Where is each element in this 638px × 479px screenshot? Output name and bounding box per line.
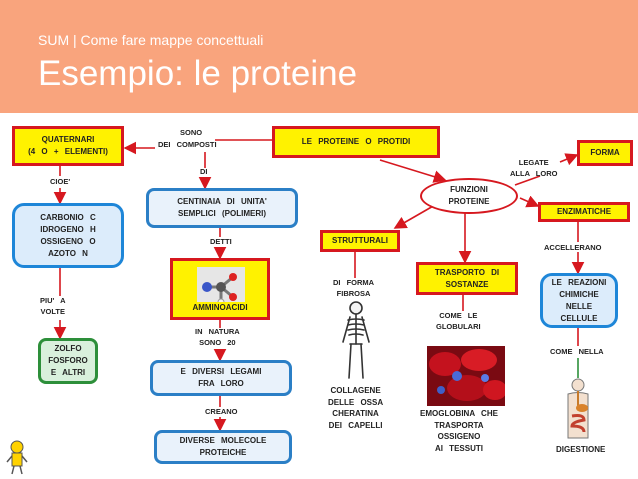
node-funzioni-proteine: FUNZIONI PROTEINE	[420, 178, 518, 214]
label-creano: CREANO	[205, 407, 238, 416]
label-sono: SONO	[180, 128, 203, 137]
label-come-le: COME LE GLOBULARI	[436, 311, 481, 331]
edge-funzioni-enzimatiche	[519, 195, 540, 208]
blood-cells-image	[427, 346, 505, 406]
label-collagene: COLLAGENE DELLE OSSA CHERATINA DEI CAPEL…	[328, 386, 384, 430]
header-banner	[0, 0, 638, 113]
label-accellerano: ACCELLERANO	[544, 243, 602, 252]
label-di: DI	[200, 167, 208, 176]
amminoacidi-label: AMMINOACIDI	[192, 302, 248, 314]
edge-funzioni-legate	[514, 175, 541, 186]
label-digestione: DIGESTIONE	[556, 445, 606, 454]
node-enzimatiche: ENZIMATICHE	[538, 202, 630, 222]
node-elementi: CARBONIO C IDROGENO H OSSIGENO O AZOTO N	[12, 203, 124, 268]
edge-legate-forma	[559, 153, 579, 166]
slide-subtitle: SUM | Come fare mappe concettuali	[38, 32, 264, 48]
node-reazioni: LE REAZIONI CHIMICHE NELLE CELLULE	[540, 273, 618, 328]
label-legate: LEGATE ALLA LORO	[510, 158, 558, 178]
label-in-natura: IN NATURA SONO 20	[195, 327, 240, 347]
node-quaternari: QUATERNARI (4 O + ELEMENTI)	[12, 126, 124, 166]
label-emoglobina: EMOGLOBINA CHE TRASPORTA OSSIGENO AI TES…	[420, 409, 498, 453]
digestive-system-icon	[567, 378, 589, 439]
node-amminoacidi: AMMINOACIDI	[170, 258, 270, 320]
label-di-forma: DI FORMA FIBROSA	[333, 278, 375, 298]
node-proteine-protidi: LE PROTEINE O PROTIDI	[272, 126, 440, 158]
node-forma: FORMA	[577, 140, 633, 166]
node-strutturali: STRUTTURALI	[320, 230, 400, 252]
label-detti: DETTI	[210, 237, 232, 246]
molecule-icon	[197, 267, 245, 307]
label-come-nella: COME NELLA	[550, 347, 604, 356]
node-diversi-legami: E DIVERSI LEGAMI FRA LORO	[150, 360, 292, 396]
node-zolfo: ZOLFO FOSFORO E ALTRI	[38, 338, 98, 384]
edge-funzioni-strutturali	[393, 204, 436, 229]
skeleton-icon	[342, 301, 370, 379]
edge-proteine-funzioni	[379, 159, 447, 183]
node-trasporto: TRASPORTO DI SOSTANZE	[416, 262, 518, 295]
mascot-logo-icon	[6, 440, 28, 475]
label-piu-volte: PIU' A VOLTE	[40, 296, 66, 316]
slide-title: Esempio: le proteine	[38, 54, 358, 93]
node-molecole-proteiche: DIVERSE MOLECOLE PROTEICHE	[154, 430, 292, 464]
label-dei-composti: DEI COMPOSTI	[158, 140, 217, 149]
node-centinaia: CENTINAIA DI UNITA' SEMPLICI (POLIMERI)	[146, 188, 298, 228]
label-cioe: CIOE'	[50, 177, 71, 186]
